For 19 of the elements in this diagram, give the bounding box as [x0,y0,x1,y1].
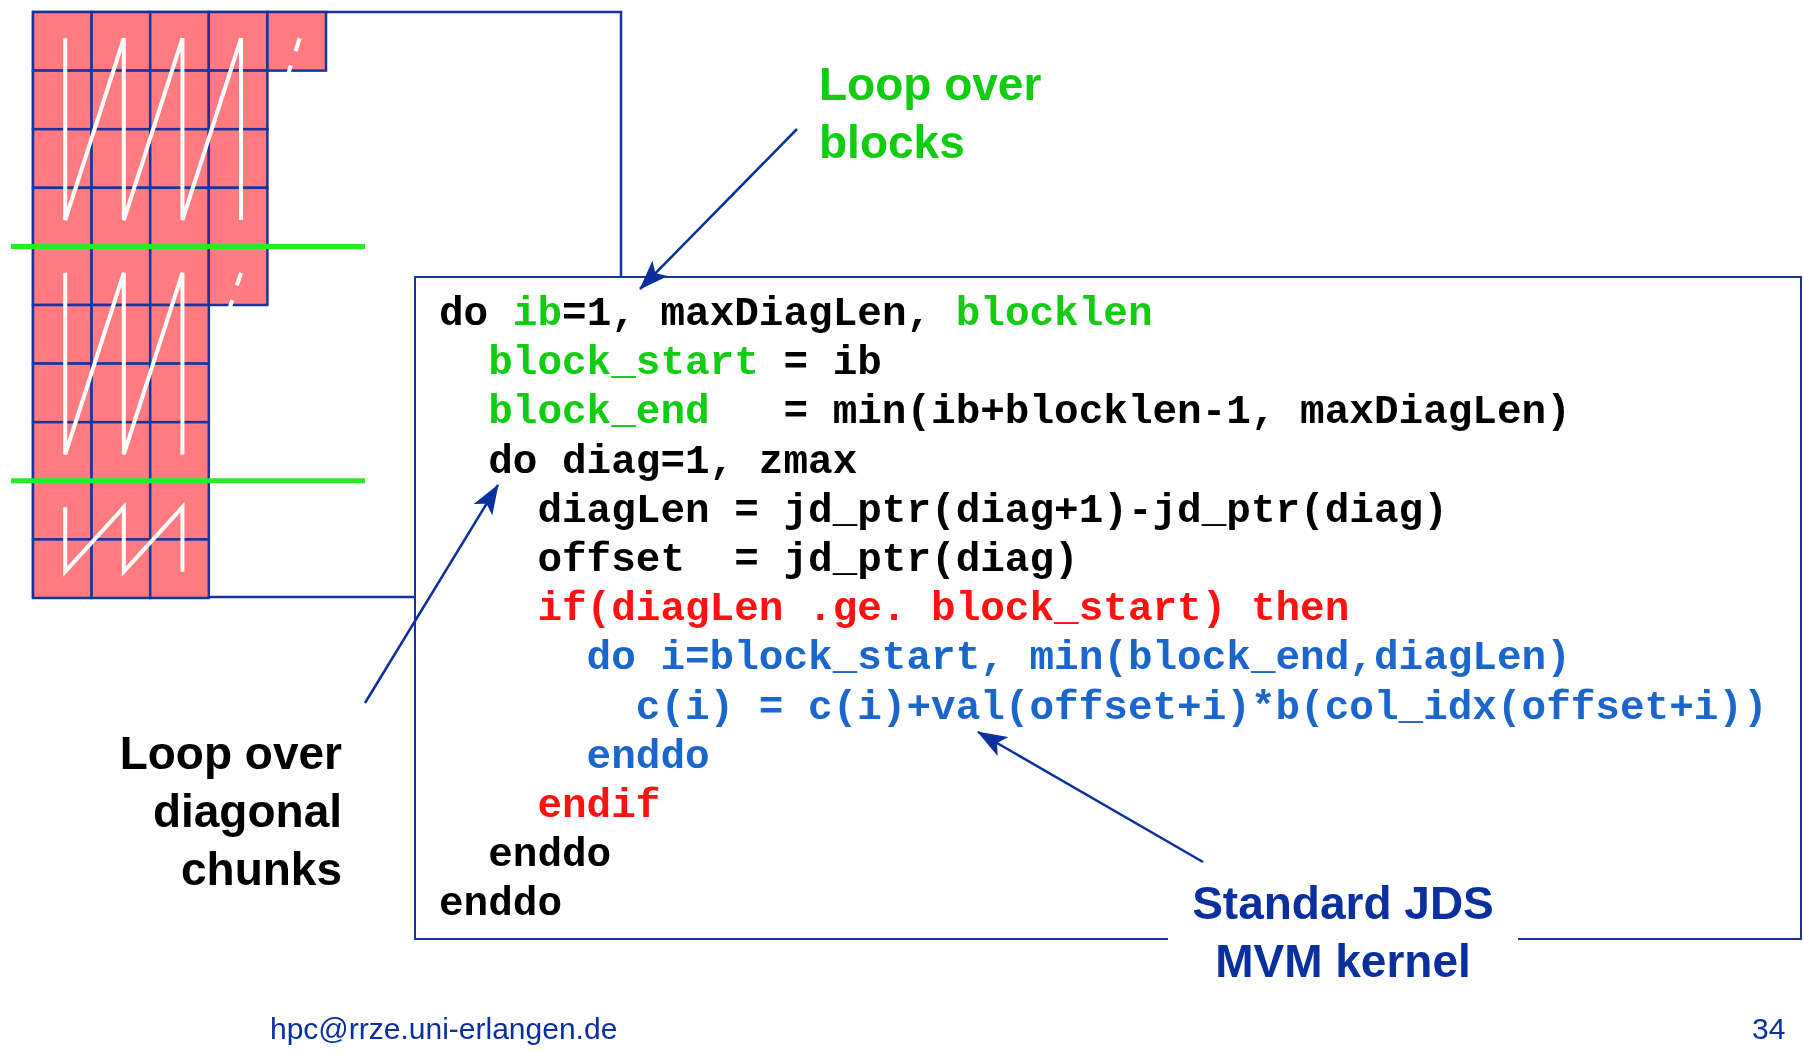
code-line: diagLen = jd_ptr(diag+1)-jd_ptr(diag) [537,486,1448,536]
code-line: endif [537,782,661,831]
code-line: do diag=1, zmax [488,437,858,487]
footer-email: hpc@rrze.uni-erlangen.de [270,1012,618,1046]
code-line: do i=block_start, min(block_end,diagLen) [586,634,1571,684]
code-box [414,276,1802,940]
arrow [639,128,798,290]
code-line: enddo [586,732,710,782]
page-number: 34 [1752,1012,1786,1046]
arrow [977,730,1204,864]
code-line: if(diagLen .ge. block_start) then [537,585,1350,635]
code-line: do ib=1, maxDiagLen, blocklen [439,290,1153,339]
code-line: enddo [439,880,563,930]
code-line: c(i) = c(i)+val(offset+i)*b(col_idx(offset+i)) [635,683,1768,733]
code-line: enddo [488,831,612,881]
code-line: offset = jd_ptr(diag) [537,536,1079,585]
arrow [363,484,500,704]
code-line: block_start = ib [488,339,882,389]
code-line: block_end = min(ib+blocklen-1, maxDiagLen) [488,388,1571,438]
